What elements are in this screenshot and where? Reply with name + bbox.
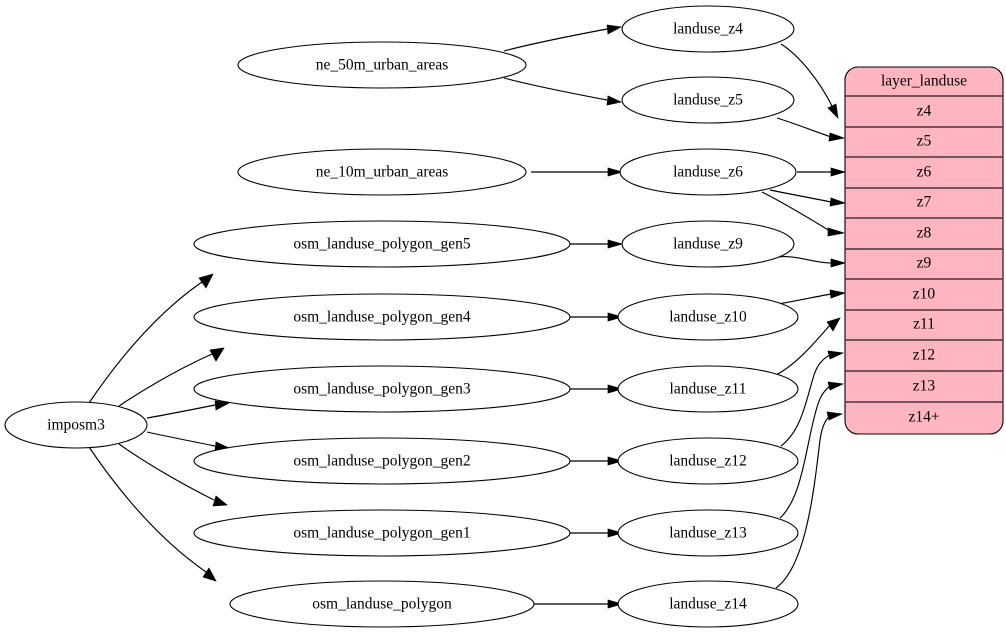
arrowhead-icon	[607, 312, 624, 322]
arrowhead-icon	[826, 411, 844, 421]
table-row-z11[interactable]: z11	[913, 316, 935, 333]
node-landuse_z13-label: landuse_z13	[669, 525, 747, 542]
arrowhead-icon	[607, 599, 624, 609]
arrowhead-icon	[209, 347, 225, 362]
arrowhead-icon	[202, 567, 217, 582]
node-osm_landuse_polygon_gen4-label: osm_landuse_polygon_gen4	[293, 309, 471, 326]
arrowhead-icon	[829, 289, 847, 299]
edge-imposm3-to-osm_landuse_polygon_gen5	[88, 281, 203, 404]
arrowhead-icon	[827, 103, 839, 119]
table-row-z6[interactable]: z6	[917, 164, 932, 181]
edge-landuse_z14-to-row-z14	[775, 415, 831, 589]
node-osm_landuse_polygon_gen2-label: osm_landuse_polygon_gen2	[293, 453, 470, 470]
node-ne_50m_urban_areas-label: ne_50m_urban_areas	[316, 57, 449, 74]
edge-landuse_z6-to-row-z8	[761, 191, 831, 232]
edge-landuse_z4-to-row-z4	[780, 43, 833, 107]
arrowhead-icon	[827, 227, 845, 237]
arrowhead-icon	[830, 258, 847, 268]
edge-group-imposm3-to-datasets	[88, 273, 231, 582]
table-row-z13[interactable]: z13	[913, 378, 936, 395]
node-landuse_z10[interactable]: landuse_z10	[617, 293, 799, 341]
node-landuse_z12-label: landuse_z12	[669, 453, 746, 470]
node-imposm3[interactable]: imposm3	[4, 401, 148, 449]
edge-imposm3-to-osm_landuse_polygon_gen2	[146, 431, 216, 447]
edge-landuse_z12-to-row-z12	[780, 354, 831, 447]
arrowhead-icon	[606, 24, 623, 35]
node-ne_50m_urban_areas[interactable]: ne_50m_urban_areas	[237, 41, 527, 89]
arrowhead-icon	[607, 239, 624, 249]
node-ne_10m_urban_areas[interactable]: ne_10m_urban_areas	[237, 148, 527, 196]
node-landuse_z4[interactable]: landuse_z4	[621, 5, 795, 53]
arrowhead-icon	[828, 132, 846, 142]
edge-imposm3-to-osm_landuse_polygon	[88, 446, 207, 573]
edge-landuse_z10-to-row-z10	[777, 293, 832, 305]
node-osm_landuse_polygon_gen2[interactable]: osm_landuse_polygon_gen2	[193, 437, 571, 485]
node-landuse_z12[interactable]: landuse_z12	[617, 437, 799, 485]
table-title: layer_landuse	[881, 73, 967, 90]
edge-group-datasets-to-views	[503, 24, 624, 609]
arrowhead-icon	[827, 381, 845, 391]
edge-landuse_z11-to-row-z11	[775, 324, 831, 376]
node-ne_10m_urban_areas-label: ne_10m_urban_areas	[316, 164, 449, 181]
arrowhead-icon	[607, 384, 624, 394]
node-osm_landuse_polygon[interactable]: osm_landuse_polygon	[229, 580, 535, 628]
table-layer_landuse[interactable]: layer_landuse z4 z5 z6 z7 z8 z9 z10 z11 …	[844, 66, 1004, 435]
node-landuse_z11[interactable]: landuse_z11	[617, 365, 799, 413]
node-landuse_z5-label: landuse_z5	[673, 92, 743, 109]
node-osm_landuse_polygon-label: osm_landuse_polygon	[312, 596, 452, 613]
arrowhead-icon	[198, 273, 214, 289]
node-osm_landuse_polygon_gen1[interactable]: osm_landuse_polygon_gen1	[193, 509, 571, 557]
arrowhead-icon	[212, 495, 228, 507]
arrowhead-icon	[830, 167, 847, 177]
edge-ne_50m_urban_areas-to-landuse_z5	[503, 77, 608, 101]
arrowhead-icon	[606, 95, 623, 106]
edge-landuse_z6-to-row-z7	[769, 189, 832, 203]
node-imposm3-label: imposm3	[47, 417, 105, 434]
arrowhead-icon	[607, 167, 624, 177]
node-landuse_z6-label: landuse_z6	[673, 164, 743, 181]
node-landuse_z6[interactable]: landuse_z6	[619, 148, 797, 196]
table-row-z12[interactable]: z12	[913, 347, 935, 364]
arrowhead-icon	[214, 400, 231, 411]
node-landuse_z13[interactable]: landuse_z13	[617, 509, 799, 557]
node-osm_landuse_polygon_gen3-label: osm_landuse_polygon_gen3	[293, 381, 471, 398]
table-row-z4[interactable]: z4	[917, 103, 932, 120]
edge-ne_50m_urban_areas-to-landuse_z4	[503, 28, 608, 52]
node-landuse_z14[interactable]: landuse_z14	[617, 580, 799, 628]
edge-landuse_z13-to-row-z13	[779, 385, 831, 519]
arrowhead-icon	[607, 528, 624, 538]
node-landuse_z10-label: landuse_z10	[669, 309, 747, 326]
node-osm_landuse_polygon_gen1-label: osm_landuse_polygon_gen1	[293, 525, 470, 542]
table-row-z8[interactable]: z8	[917, 225, 932, 242]
table-row-z14[interactable]: z14+	[908, 409, 939, 426]
table-row-z7[interactable]: z7	[917, 194, 932, 211]
table-row-z9[interactable]: z9	[917, 255, 932, 272]
node-landuse_z4-label: landuse_z4	[673, 21, 743, 38]
node-osm_landuse_polygon_gen3[interactable]: osm_landuse_polygon_gen3	[193, 365, 571, 413]
edge-group-views-to-table	[761, 43, 847, 589]
edge-landuse_z5-to-row-z5	[776, 117, 832, 138]
edge-landuse_z9-to-row-z9	[772, 256, 832, 264]
node-landuse_z11-label: landuse_z11	[670, 381, 747, 398]
arrowhead-icon	[826, 317, 841, 332]
node-osm_landuse_polygon_gen5-label: osm_landuse_polygon_gen5	[293, 236, 471, 253]
edge-imposm3-to-osm_landuse_polygon_gen4	[118, 353, 213, 407]
node-landuse_z14-label: landuse_z14	[669, 596, 747, 613]
node-landuse_z5[interactable]: landuse_z5	[621, 76, 795, 124]
arrowhead-icon	[607, 456, 624, 466]
edge-imposm3-to-osm_landuse_polygon_gen1	[118, 443, 215, 501]
node-osm_landuse_polygon_gen5[interactable]: osm_landuse_polygon_gen5	[193, 220, 571, 268]
table-row-z5[interactable]: z5	[917, 133, 932, 150]
table-row-z10[interactable]: z10	[913, 286, 936, 303]
arrowhead-icon	[829, 197, 847, 207]
node-osm_landuse_polygon_gen4[interactable]: osm_landuse_polygon_gen4	[193, 293, 571, 341]
edge-imposm3-to-osm_landuse_polygon_gen3	[146, 404, 216, 419]
arrowhead-icon	[827, 350, 845, 360]
node-landuse_z9-label: landuse_z9	[673, 236, 743, 253]
node-landuse_z9[interactable]: landuse_z9	[621, 220, 795, 268]
